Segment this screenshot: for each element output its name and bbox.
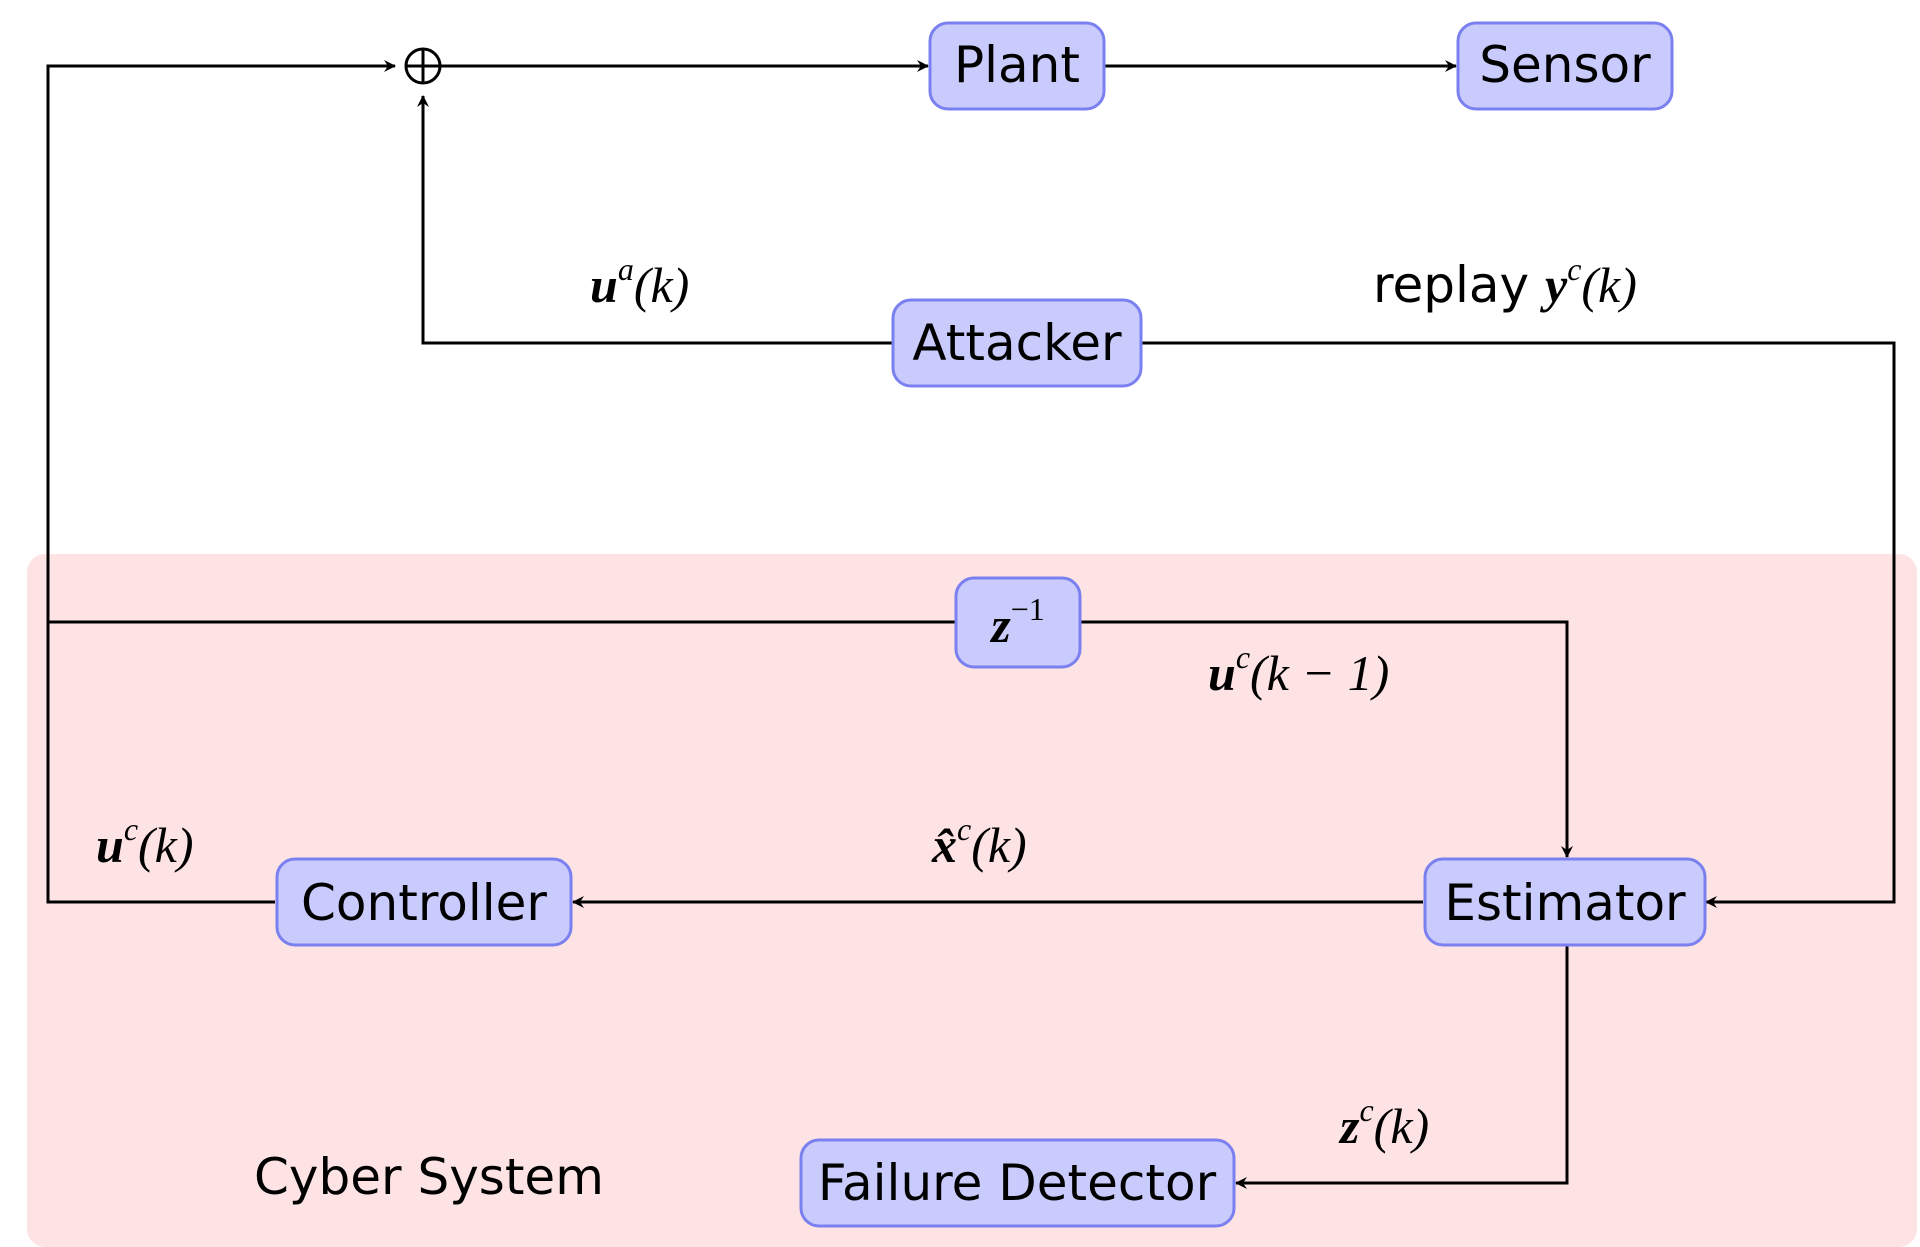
delayed-control-line — [1080, 620, 1573, 858]
connections — [46, 60, 1896, 1189]
attack-input-line — [417, 95, 893, 345]
control-output-label: uc(k) — [96, 811, 194, 873]
residual-label: zc(k) — [1338, 1092, 1429, 1154]
estimator-label: Estimator — [1444, 874, 1686, 932]
failure-detector-label: Failure Detector — [818, 1154, 1217, 1212]
failure-detector-block: Failure Detector — [799, 1138, 1236, 1228]
sensor-block: Sensor — [1456, 21, 1674, 111]
attack-input-label: ua(k) — [590, 251, 689, 313]
residual-line — [1235, 945, 1569, 1189]
attacker-block: Attacker — [891, 298, 1143, 388]
controller-block: Controller — [275, 857, 573, 947]
state-estimate-label: x̂c(k) — [931, 811, 1027, 873]
control-output-line — [46, 60, 396, 904]
replay-line — [1141, 341, 1896, 908]
delay-label: z−1 — [989, 591, 1045, 653]
cyber-system-label: Cyber System — [254, 1148, 604, 1206]
sensor-label: Sensor — [1479, 36, 1651, 94]
delayed-control-label: uc(k − 1) — [1208, 639, 1389, 701]
plant-label: Plant — [954, 36, 1080, 94]
replay-label: replay yc(k) — [1373, 251, 1637, 314]
estimator-block: Estimator — [1423, 857, 1707, 947]
attacker-label: Attacker — [912, 314, 1122, 372]
controller-label: Controller — [301, 874, 547, 932]
delay-block: z−1 — [954, 576, 1082, 669]
summing-junction — [404, 47, 442, 85]
plant-block: Plant — [928, 21, 1106, 111]
